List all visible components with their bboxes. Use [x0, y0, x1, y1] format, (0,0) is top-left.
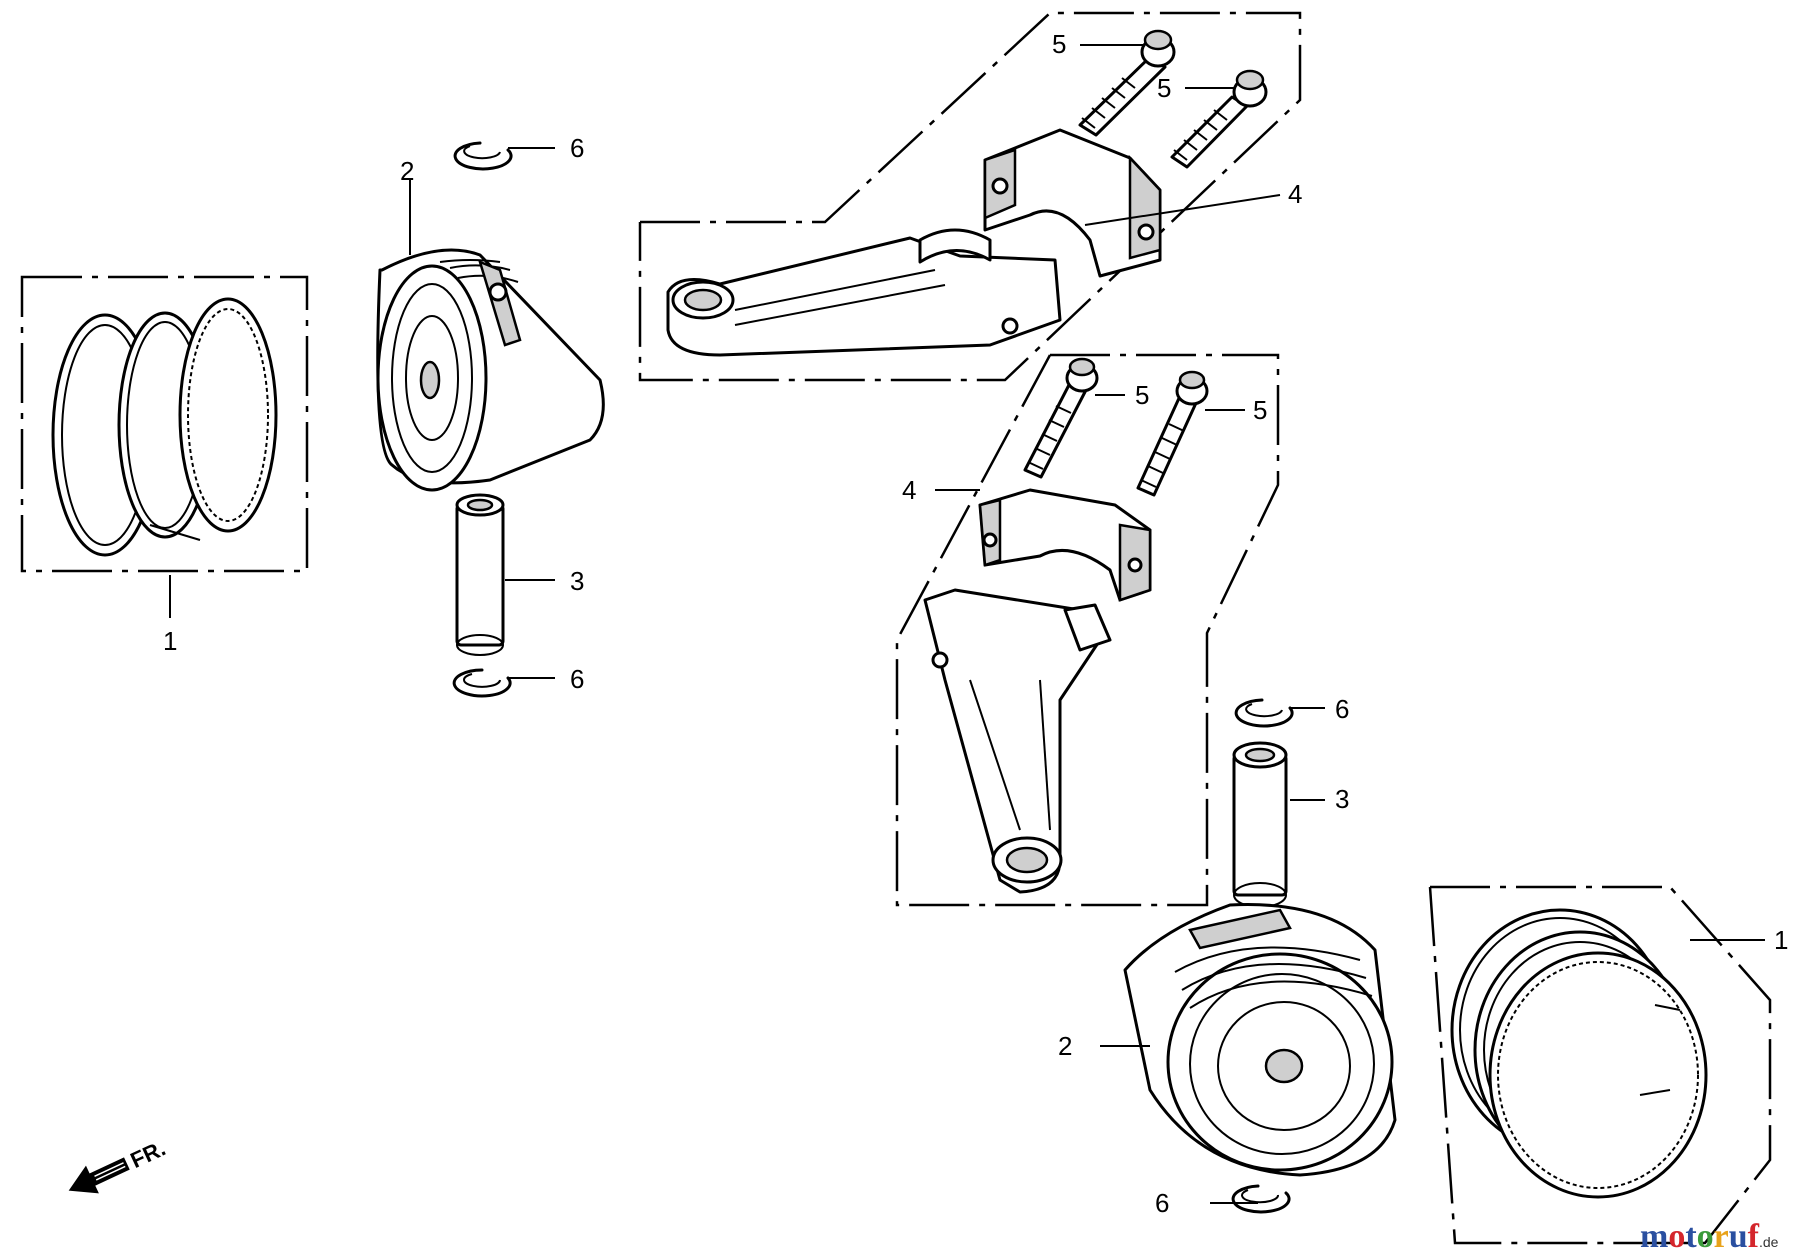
callout-clip-right-bottom: 6 [1155, 1188, 1169, 1218]
callout-clip-left-bottom: 6 [570, 664, 584, 694]
rod-bolt-upper-a [1078, 29, 1176, 137]
callout-labels: 1 2 3 4 5 5 6 6 5 5 4 6 3 2 1 6 [163, 29, 1788, 1218]
piston-pin-right [1232, 741, 1288, 908]
callout-clip-left-top: 6 [570, 133, 584, 163]
rod-bolt-lower-a [1023, 357, 1099, 479]
callout-piston-right: 2 [1058, 1031, 1072, 1061]
front-direction-label: FR. [127, 1135, 170, 1173]
rod-bolt-upper-b [1170, 69, 1268, 169]
callout-bolt-lower-b: 5 [1253, 395, 1267, 425]
piston-rings-left [20, 275, 309, 573]
callout-bolt-upper-a: 5 [1052, 29, 1066, 59]
circlip-left-bottom [452, 668, 512, 698]
piston-pin-left [455, 493, 505, 656]
front-direction-arrow: FR. [68, 1135, 170, 1194]
callout-rings-left: 1 [163, 626, 177, 656]
circlip-left-top [453, 141, 513, 171]
piston-rings-right [1428, 885, 1772, 1245]
circlip-right-top [1234, 698, 1294, 728]
circlip-right-bottom [1231, 1184, 1291, 1214]
callout-bolt-upper-b: 5 [1157, 73, 1171, 103]
watermark-logo: motoruf.de [1640, 1218, 1779, 1255]
callout-pin-left: 3 [570, 566, 584, 596]
arrow-left-icon [68, 1157, 130, 1194]
callout-bolt-lower-a: 5 [1135, 380, 1149, 410]
piston-left [376, 248, 605, 492]
connecting-rod-upper [638, 11, 1302, 382]
svg-text:motoruf.de: motoruf.de [1640, 1218, 1779, 1255]
connecting-rod-lower [895, 353, 1280, 907]
leader-lines [169, 44, 1765, 1204]
callout-rings-right: 1 [1774, 925, 1788, 955]
piston-right [1123, 903, 1397, 1177]
rod-bolt-lower-b [1136, 370, 1209, 497]
callout-piston-left: 2 [400, 156, 414, 186]
callout-pin-right: 3 [1335, 784, 1349, 814]
callout-rod-upper: 4 [1288, 179, 1302, 209]
callout-rod-lower: 4 [902, 475, 916, 505]
callout-clip-right-top: 6 [1335, 694, 1349, 724]
